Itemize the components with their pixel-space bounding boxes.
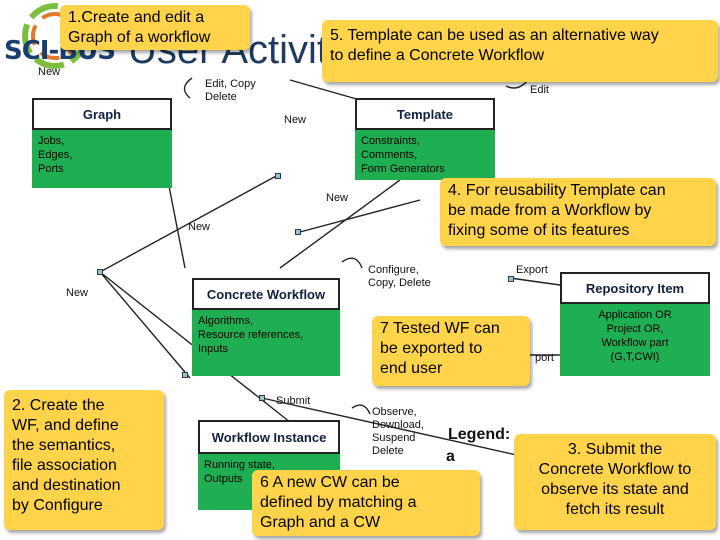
label-export-top: Export xyxy=(516,264,548,276)
new-left-arrow xyxy=(99,271,191,379)
graph-template-line xyxy=(289,79,361,101)
template-to-concrete-arrow xyxy=(279,179,401,269)
label-configure: Configure, Copy, Delete xyxy=(368,264,431,289)
callout-create-wf: 2. Create the WF, and define the semanti… xyxy=(4,390,164,530)
label-edit-copy-delete: Edit, Copy Delete xyxy=(205,78,256,103)
graph-node-line xyxy=(99,174,279,273)
concrete-box-content: Algorithms, Resource references, Inputs xyxy=(192,310,340,376)
repository-box-title: Repository Item xyxy=(560,272,710,304)
connector-dot xyxy=(295,229,301,235)
graph-box-content: Jobs, Edges, Ports xyxy=(32,130,172,188)
callout-reusability: 4. For reusability Template can be made … xyxy=(440,178,716,246)
callout-new-cw: 6 A new CW can be defined by matching a … xyxy=(252,470,480,536)
observe-curve xyxy=(351,404,371,415)
submit-arrow xyxy=(261,397,531,459)
callout-export: 7 Tested WF can be exported to end user xyxy=(372,316,530,386)
connector-dot xyxy=(182,372,188,378)
legend-title: Legend: xyxy=(448,426,511,443)
label-new-template: New xyxy=(284,114,307,126)
concrete-to-template-arrow xyxy=(299,199,421,233)
template-box-content: Constraints, Comments, Form Generators xyxy=(355,130,495,180)
callout-submit: 3. Submit the Concrete Workflow to obser… xyxy=(514,434,716,530)
label-new-left-mid: New xyxy=(188,221,211,233)
label-observe: Observe, Download, Suspend Delete xyxy=(372,406,424,457)
label-edit: Edit xyxy=(530,84,549,96)
configure-curve xyxy=(341,257,363,269)
concrete-box-title: Concrete Workflow xyxy=(192,278,340,310)
label-submit: Submit xyxy=(276,395,311,407)
edit-curve xyxy=(183,77,193,99)
template-box-title: Template xyxy=(355,98,495,130)
connector-dot xyxy=(97,269,103,275)
export-arrow xyxy=(509,277,561,286)
label-new-left: New xyxy=(66,287,89,299)
connector-dot xyxy=(508,276,514,282)
instance-box-title: Workflow Instance xyxy=(198,420,340,454)
label-new-mid: New xyxy=(326,192,349,204)
connector-dot xyxy=(275,173,281,179)
callout-template-alternative: 5. Template can be used as an alternativ… xyxy=(322,20,718,82)
graph-box-title: Graph xyxy=(32,98,172,130)
label-export-mid: port xyxy=(535,352,554,364)
callout-create-graph: 1.Create and edit a Graph of a workflow xyxy=(60,5,250,50)
repository-box-content: Application OR Project OR, Workflow part… xyxy=(560,304,710,376)
connector-dot xyxy=(259,395,265,401)
label-new-top-left: New xyxy=(38,66,61,78)
legend-item: a xyxy=(446,448,455,465)
